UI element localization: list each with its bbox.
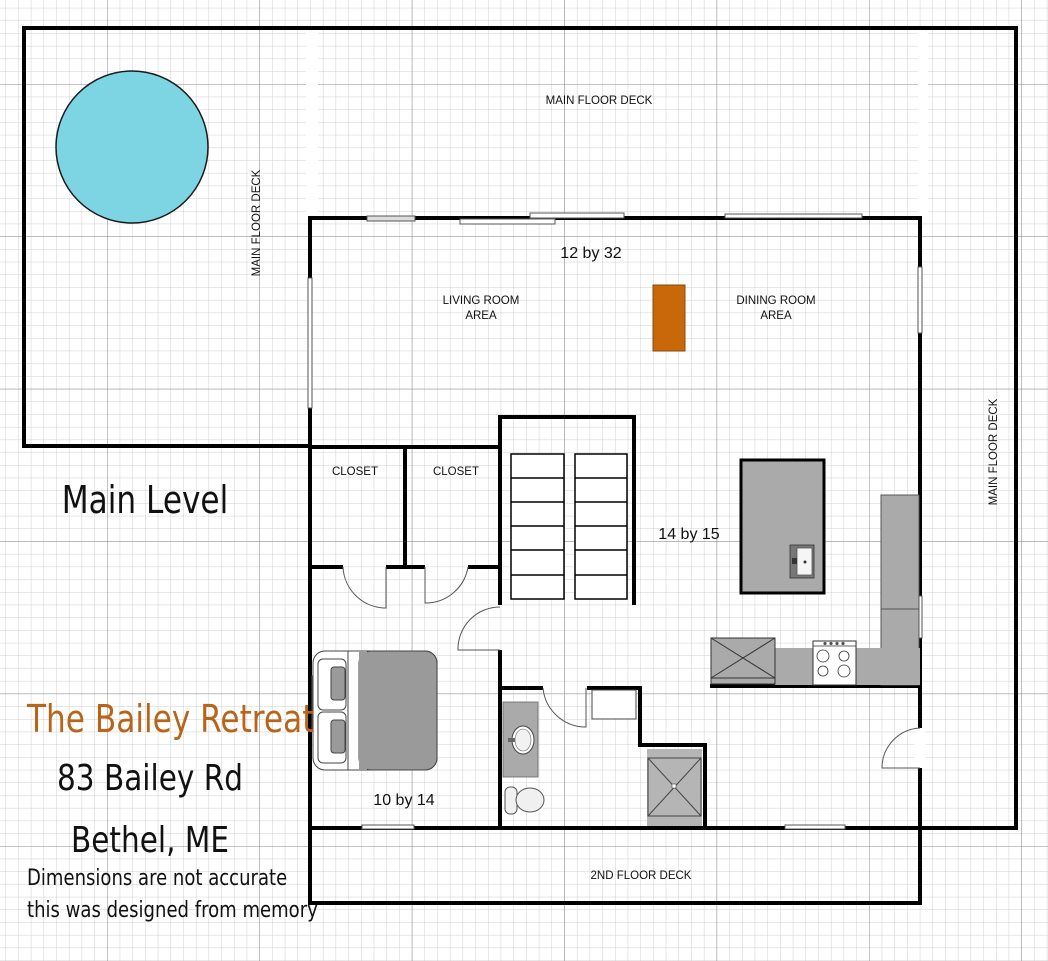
vanity-sink-icon <box>502 701 539 778</box>
address-street: 83 Bailey Rd <box>57 758 243 799</box>
dimension-great-room: 12 by 32 <box>560 245 621 262</box>
stairs-icon <box>510 453 628 600</box>
label-dining-room-line1: DINING ROOM <box>736 295 815 307</box>
label-deck-right: MAIN FLOOR DECK <box>988 398 1000 505</box>
disclaimer-line-1: Dimensions are not accurate <box>27 866 288 891</box>
label-living-room-line1: LIVING ROOM <box>443 295 520 307</box>
main-floor-deck-outline <box>22 26 1018 830</box>
label-deck-top: MAIN FLOOR DECK <box>546 95 653 107</box>
bathroom-fixtures <box>502 689 702 826</box>
shower-icon <box>647 749 702 826</box>
address-city: Bethel, ME <box>71 820 229 861</box>
property-name: The Bailey Retreat <box>27 697 315 741</box>
dimension-kitchen: 14 by 15 <box>658 526 719 543</box>
label-closet-1: CLOSET <box>332 466 378 478</box>
floor-level-title: Main Level <box>61 478 229 522</box>
linen-cabinet <box>591 689 637 720</box>
stove-icon <box>812 640 857 686</box>
label-closet-2: CLOSET <box>433 466 479 478</box>
label-living-room-line2: AREA <box>465 310 497 322</box>
label-deck-left: MAIN FLOOR DECK <box>251 169 263 276</box>
bed-icon <box>312 650 438 771</box>
kitchen-counter-icon <box>710 494 920 686</box>
kitchen-island-icon <box>739 458 826 595</box>
hot-tub-icon <box>55 70 209 224</box>
label-deck-bottom: 2ND FLOOR DECK <box>591 870 692 882</box>
toilet-icon <box>504 786 545 815</box>
deck-gap-left <box>306 28 318 216</box>
label-dining-room-line2: AREA <box>760 310 792 322</box>
dimension-bedroom: 10 by 14 <box>373 792 434 809</box>
fireplace-icon <box>652 284 686 352</box>
doors[interactable] <box>342 566 921 769</box>
exterior-door-gap <box>915 728 925 768</box>
disclaimer-line-2: this was designed from memory <box>27 898 318 923</box>
deck-gap-right <box>918 28 928 216</box>
refrigerator-icon <box>710 637 776 685</box>
